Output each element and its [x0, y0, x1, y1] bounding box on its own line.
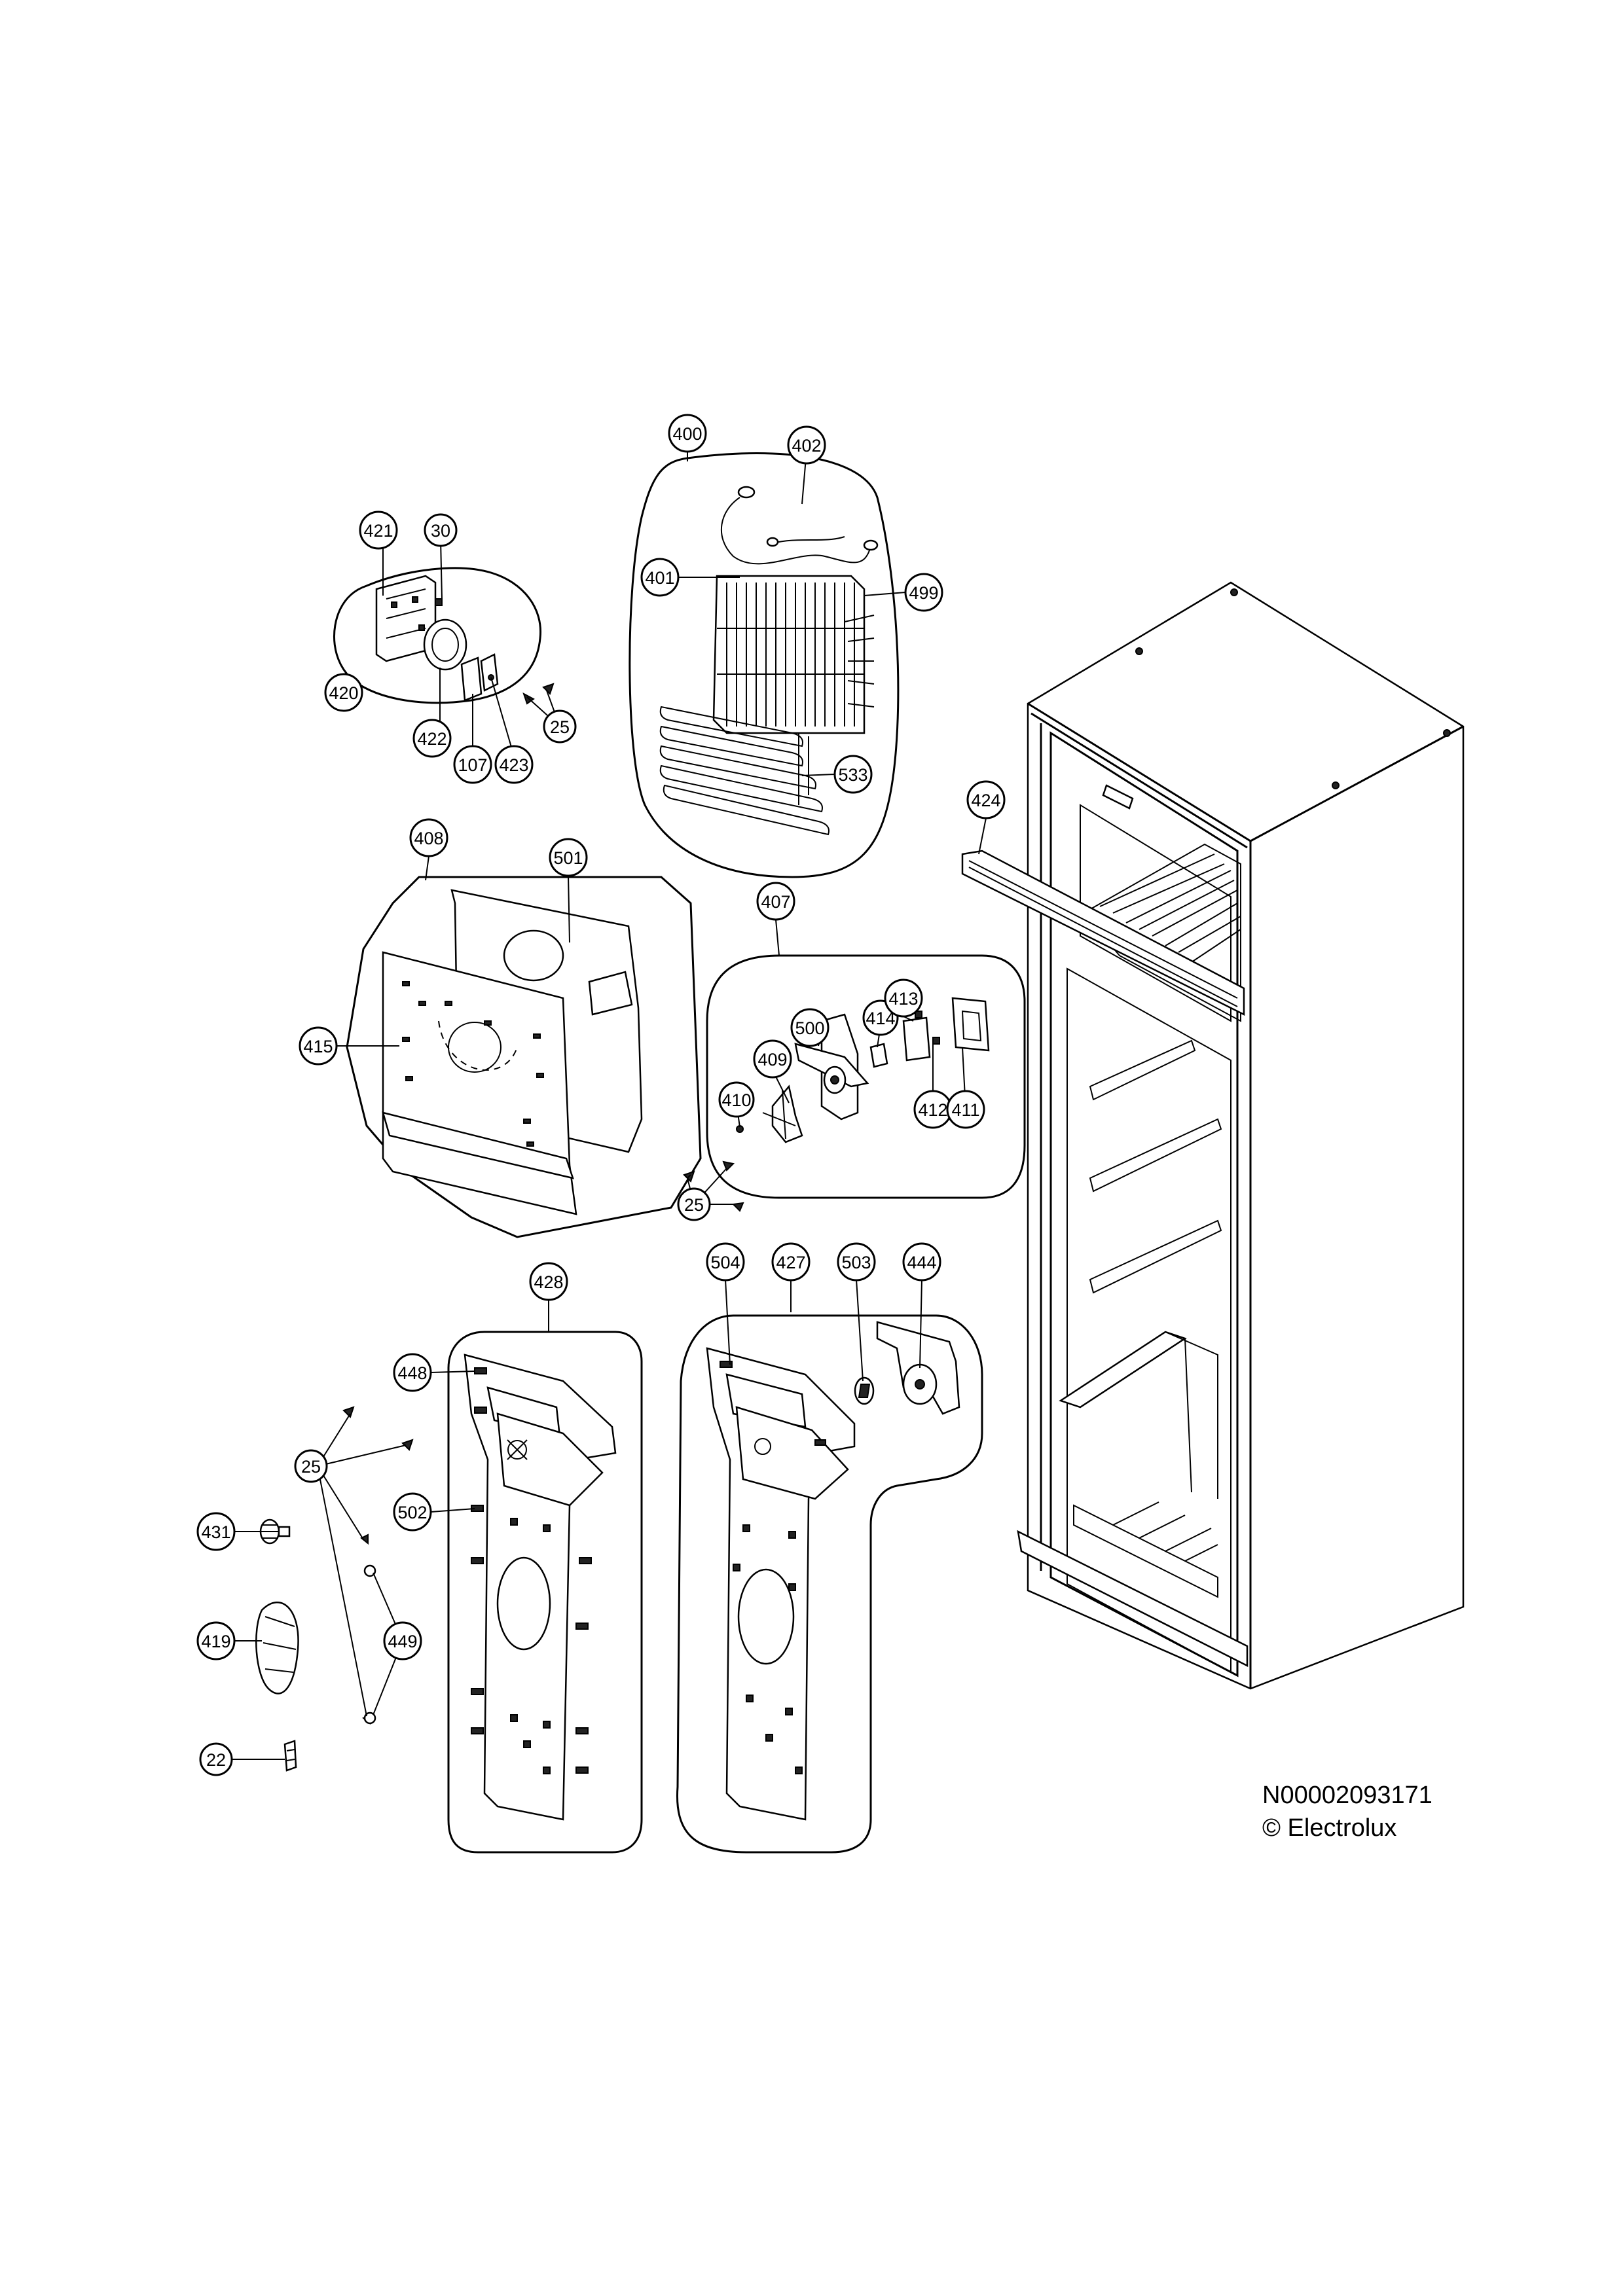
callout-label: 25 [684, 1195, 704, 1215]
callout-449: 449 [383, 1621, 422, 1660]
callout-label: 413 [888, 989, 918, 1009]
callout-419: 419 [196, 1621, 236, 1660]
callout-22: 22 [199, 1742, 233, 1776]
callout-label: 415 [303, 1037, 333, 1056]
group-outline-400 [629, 452, 900, 878]
group-outline-428 [447, 1331, 643, 1854]
callout-label: 504 [710, 1253, 740, 1272]
callout-427: 427 [771, 1242, 811, 1282]
group-outline-420 [333, 567, 542, 704]
callout-label: 107 [458, 755, 487, 775]
callout-label: 401 [645, 568, 674, 588]
callout-502: 502 [393, 1492, 432, 1532]
callout-413: 413 [884, 978, 923, 1018]
callout-label: 402 [792, 436, 821, 456]
callout-423: 423 [494, 745, 534, 784]
callout-label: 427 [776, 1253, 805, 1272]
callout-448: 448 [393, 1353, 432, 1392]
callout-label: 444 [907, 1253, 936, 1272]
callout-label: 420 [329, 683, 358, 703]
callout-label: 424 [971, 791, 1000, 810]
fan-motor-assembly [683, 997, 990, 1212]
control-assembly [375, 575, 555, 705]
document-number: N00002093171 [1262, 1782, 1432, 1809]
callout-30: 30 [424, 513, 458, 547]
callout-401: 401 [640, 558, 680, 597]
callout-424: 424 [966, 780, 1006, 819]
callout-410: 410 [718, 1081, 755, 1118]
callout-label: 499 [909, 583, 938, 603]
callout-444: 444 [902, 1242, 941, 1282]
air-duct-panel-assembly [382, 889, 643, 1215]
callout-label: 411 [951, 1100, 979, 1120]
callout-label: 412 [918, 1100, 947, 1120]
callout-label: 421 [363, 521, 393, 541]
callout-label: 400 [672, 424, 702, 444]
callout-label: 428 [534, 1272, 563, 1292]
callout-label: 408 [414, 829, 443, 848]
callout-label: 431 [201, 1522, 230, 1542]
callout-499: 499 [904, 573, 943, 612]
group-outline-407 [706, 954, 1026, 1199]
group-outline-408 [346, 876, 702, 1238]
callout-label: 422 [417, 729, 447, 749]
loose-parts [255, 1406, 414, 1772]
rear-plate-assembly-427 [706, 1321, 960, 1821]
callout-409: 409 [753, 1039, 792, 1079]
callout-107: 107 [453, 745, 492, 784]
callout-407: 407 [756, 882, 795, 921]
callout-label: 25 [301, 1457, 321, 1477]
callout-label: 25 [550, 717, 570, 737]
callout-label: 410 [721, 1090, 751, 1110]
group-outline-427 [676, 1314, 983, 1854]
callout-label: 423 [499, 755, 528, 775]
evaporator-assembly [659, 486, 879, 836]
callout-501: 501 [549, 838, 588, 877]
callout-533: 533 [833, 755, 873, 794]
callout-422: 422 [412, 719, 452, 758]
callout-415: 415 [299, 1026, 338, 1066]
callout-label: 409 [757, 1050, 787, 1069]
callout-411: 411 [946, 1090, 985, 1129]
callout-balloons: 400 402 401 499 533 421 30 420 422 107 4… [196, 414, 1006, 1776]
callout-label: 501 [553, 848, 583, 868]
callout-label: 407 [761, 892, 790, 912]
callout-402: 402 [787, 425, 826, 465]
callout-label: 500 [795, 1018, 824, 1038]
rear-plate-assembly-428 [464, 1354, 617, 1821]
callout-408: 408 [409, 818, 448, 857]
callout-503: 503 [837, 1242, 876, 1282]
callout-500: 500 [790, 1008, 830, 1047]
copyright-notice: © Electrolux [1262, 1814, 1397, 1842]
callout-label: 502 [397, 1503, 427, 1522]
callout-504: 504 [706, 1242, 745, 1282]
group-outlines [333, 452, 1026, 1854]
callout-25: 25 [543, 709, 577, 744]
refrigerator-cabinet [961, 581, 1465, 1690]
callout-label: 449 [388, 1632, 417, 1651]
callout-25: 25 [677, 1187, 711, 1221]
callout-428: 428 [529, 1262, 568, 1301]
callout-25: 25 [294, 1449, 328, 1483]
callout-label: 448 [397, 1363, 427, 1383]
callout-400: 400 [668, 414, 707, 453]
callout-421: 421 [359, 511, 398, 550]
callout-label: 22 [206, 1750, 226, 1770]
callout-label: 419 [201, 1632, 230, 1651]
callout-label: 533 [838, 765, 867, 785]
callout-420: 420 [324, 673, 363, 712]
callout-431: 431 [196, 1512, 236, 1551]
callout-label: 503 [841, 1253, 871, 1272]
callout-412: 412 [913, 1090, 953, 1129]
callout-label: 30 [431, 521, 450, 541]
